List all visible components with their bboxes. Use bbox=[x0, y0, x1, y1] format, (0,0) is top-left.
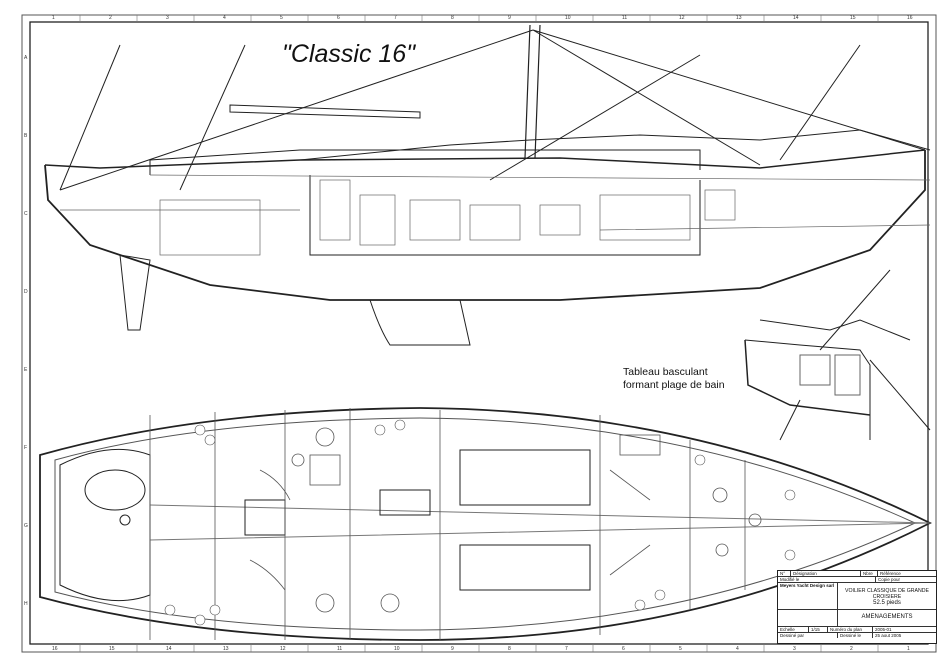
ruler-label: A bbox=[24, 55, 28, 61]
ruler-label: E bbox=[24, 367, 28, 373]
boat-size: 52.5 pieds bbox=[873, 600, 901, 606]
no-label: N° bbox=[778, 571, 791, 576]
ruler-label: 12 bbox=[679, 15, 685, 21]
ruler-label: 9 bbox=[451, 646, 454, 652]
drawing-title: "Classic 16" bbox=[282, 40, 416, 68]
ruler-label: 6 bbox=[337, 15, 340, 21]
ruler-label: 12 bbox=[280, 646, 286, 652]
annotation-stern: Tableau basculant formant plage de bain bbox=[623, 366, 725, 392]
ruler-label: 3 bbox=[793, 646, 796, 652]
ruler-label: 4 bbox=[223, 15, 226, 21]
drawn-on-label: Dessiné le bbox=[838, 633, 873, 638]
annotation-line: Tableau basculant bbox=[623, 366, 708, 378]
reference-label: Référence bbox=[880, 571, 901, 576]
ruler-label: 16 bbox=[52, 646, 58, 652]
ruler-label: 13 bbox=[223, 646, 229, 652]
ruler-label: H bbox=[24, 601, 28, 607]
ruler-label: 2 bbox=[109, 15, 112, 21]
ruler-label: 16 bbox=[907, 15, 913, 21]
scale-value: 1/15 bbox=[809, 627, 828, 632]
ruler-label: C bbox=[24, 211, 28, 217]
annotation-line: formant plage de bain bbox=[623, 379, 725, 391]
ruler-label: 1 bbox=[907, 646, 910, 652]
ruler-label: 5 bbox=[280, 15, 283, 21]
modified-label: Modifié le bbox=[778, 577, 876, 582]
title-block: N° Désignation Nbre Référence Modifié le… bbox=[777, 570, 937, 644]
inner-frame bbox=[29, 21, 929, 645]
stern-detail bbox=[744, 269, 931, 441]
qty-label: Nbre bbox=[861, 571, 878, 576]
ruler-label: 10 bbox=[394, 646, 400, 652]
ruler-label: 15 bbox=[109, 646, 115, 652]
ruler-label: 9 bbox=[508, 15, 511, 21]
ruler-label: 14 bbox=[166, 646, 172, 652]
ruler-label: 10 bbox=[565, 15, 571, 21]
hull-profile bbox=[44, 24, 931, 346]
ruler-label: 11 bbox=[622, 15, 628, 21]
ruler-label: 14 bbox=[793, 15, 799, 21]
ruler-label: 1 bbox=[52, 15, 55, 21]
ruler-label: F bbox=[24, 445, 28, 451]
plan-number: 2005-01 bbox=[875, 627, 892, 632]
ruler-label: 4 bbox=[736, 646, 739, 652]
ruler-label: G bbox=[24, 523, 28, 529]
designation-label: Désignation bbox=[791, 571, 861, 576]
ruler-label: 13 bbox=[736, 15, 742, 21]
company-name: Meyers Yacht Design sarl bbox=[778, 583, 838, 609]
sheet-frame bbox=[21, 14, 937, 653]
ruler-label: 11 bbox=[337, 646, 343, 652]
scale-label: Echelle bbox=[778, 627, 809, 632]
deck-plan bbox=[39, 407, 933, 641]
ruler-label: 2 bbox=[850, 646, 853, 652]
project-name: VOILIER CLASSIQUE DE GRANDE CROISIERE bbox=[845, 588, 929, 600]
ruler-label: D bbox=[24, 289, 28, 295]
ruler-label: 15 bbox=[850, 15, 856, 21]
copy-label: Copie pour bbox=[878, 577, 901, 582]
drawn-by-label: Dessiné par bbox=[778, 633, 838, 638]
drawing-name: AMENAGEMENTS bbox=[861, 614, 913, 620]
ruler-label: 5 bbox=[679, 646, 682, 652]
ruler-label: 3 bbox=[166, 15, 169, 21]
plan-number-label: Numéro du plan bbox=[828, 627, 873, 632]
ruler-label: 7 bbox=[394, 15, 397, 21]
ruler-label: B bbox=[24, 133, 28, 139]
ruler-label: 6 bbox=[622, 646, 625, 652]
ruler-label: 8 bbox=[451, 15, 454, 21]
ruler-label: 8 bbox=[508, 646, 511, 652]
ruler-label: 7 bbox=[565, 646, 568, 652]
drawn-on-date: 25 aout 2005 bbox=[875, 633, 902, 638]
